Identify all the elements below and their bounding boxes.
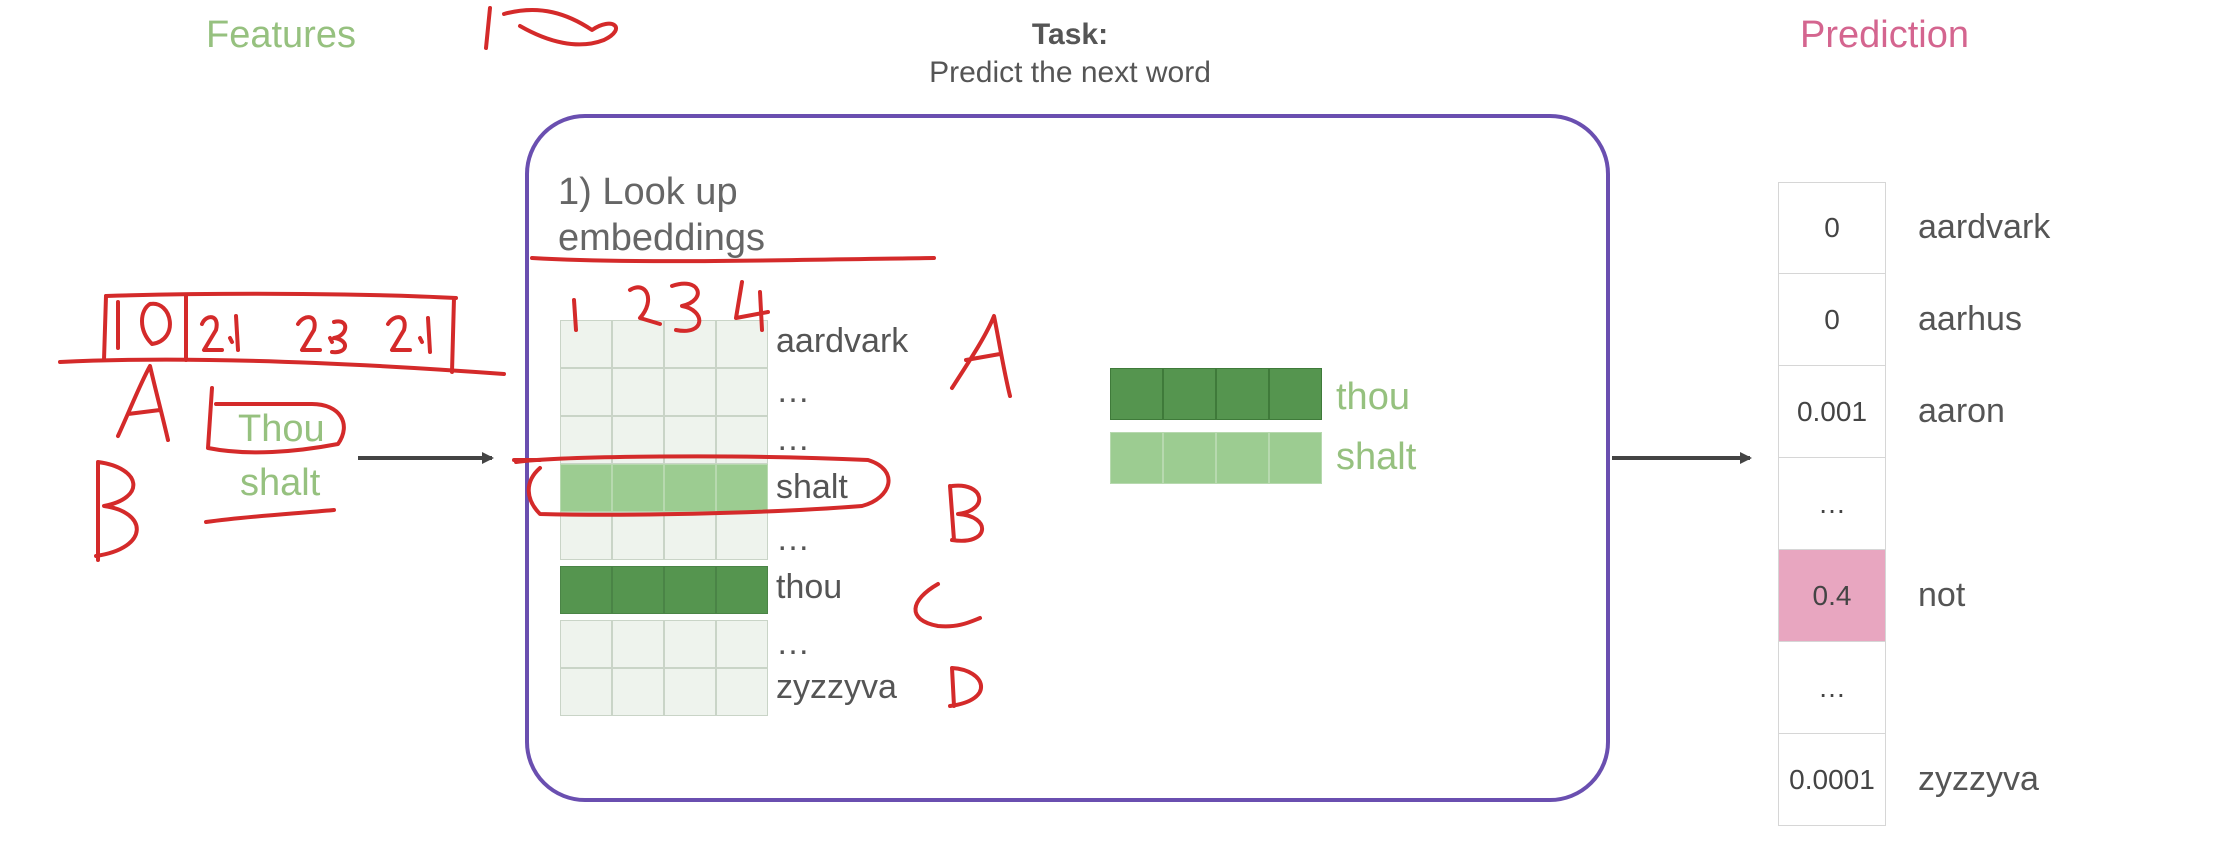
vocab-ellipsis: …: [776, 624, 810, 662]
vector-cell: [1269, 368, 1322, 420]
embedding-cell: [612, 620, 664, 668]
embedding-row: [560, 620, 768, 668]
header-rule: [58, 357, 506, 376]
embedding-cell: [716, 368, 768, 416]
prediction-value: 0: [1778, 274, 1886, 366]
letter-A-left: [116, 364, 170, 442]
prediction-word: not: [1918, 576, 1966, 614]
embedding-cell: [612, 566, 664, 614]
embedding-cell: [560, 620, 612, 668]
vector-cell: [1110, 368, 1163, 420]
embedding-cell: [560, 668, 612, 716]
embedding-cell: [560, 566, 612, 614]
embedding-cell: [612, 668, 664, 716]
shalt-underline: [204, 508, 336, 524]
vector-cell: [1269, 432, 1322, 484]
looked-up-word-shalt: shalt: [1336, 436, 1417, 478]
vector-cell: [1216, 368, 1269, 420]
input-word-thou: Thou: [238, 408, 325, 450]
task-subtitle: Predict the next word: [929, 56, 1211, 89]
task-title: Task:: [1031, 18, 1109, 51]
vocab-word: thou: [776, 568, 843, 606]
letter-C-right: [913, 582, 982, 629]
embedding-cell: [560, 320, 612, 368]
embedding-cell: [664, 566, 716, 614]
vector-cell: [1163, 368, 1216, 420]
embedding-row: [560, 416, 768, 464]
prediction-column: 0 0 0.001 … 0.4 … 0.0001: [1778, 182, 1886, 826]
step-label-line1: 1) Look up: [558, 171, 738, 213]
header-row-handwritten: [116, 300, 432, 355]
handwritten-annotations: [58, 6, 1012, 708]
embedding-cell: [716, 620, 768, 668]
prediction-value: 0.001: [1778, 366, 1886, 458]
looked-up-vector-shalt: [1110, 432, 1322, 484]
prediction-value: 0.0001: [1778, 734, 1886, 826]
embedding-cell: [612, 320, 664, 368]
letter-B-right: [948, 483, 985, 543]
embedding-cell: [612, 464, 664, 512]
embedding-cell: [664, 620, 716, 668]
embedding-row-thou: [560, 566, 768, 614]
underline-embeddings: [530, 256, 936, 264]
header-top-line: [104, 291, 458, 300]
embedding-cell: [716, 668, 768, 716]
embedding-cell: [560, 512, 612, 560]
embedding-cell: [612, 512, 664, 560]
prediction-ellipsis: …: [1778, 458, 1886, 550]
vocab-word: shalt: [776, 468, 848, 506]
embedding-row: [560, 320, 768, 368]
embedding-cell: [664, 668, 716, 716]
looked-up-word-thou: thou: [1336, 376, 1410, 418]
vocab-ellipsis: …: [776, 372, 810, 410]
embedding-cell: [716, 464, 768, 512]
embedding-row: [560, 668, 768, 716]
embedding-row-shalt: [560, 464, 768, 512]
embedding-cell: [560, 464, 612, 512]
prediction-word: zyzzyva: [1918, 760, 2039, 798]
vocab-word: aardvark: [776, 322, 909, 360]
features-heading: Features: [206, 14, 356, 56]
letter-A-right: [950, 314, 1012, 398]
shalt-row-circle: [514, 454, 891, 517]
vocab-ellipsis: …: [776, 420, 810, 458]
embedding-cell: [612, 368, 664, 416]
letter-B-left: [94, 460, 139, 562]
prediction-word: aaron: [1918, 392, 2005, 430]
prediction-ellipsis: …: [1778, 642, 1886, 734]
embedding-row: [560, 512, 768, 560]
step-label-line2: embeddings: [558, 217, 766, 259]
prediction-value-highlighted: 0.4: [1778, 550, 1886, 642]
embedding-cell: [664, 464, 716, 512]
embedding-row: [560, 368, 768, 416]
column-numbers-1-4: [572, 280, 770, 333]
header-dividers: [102, 294, 456, 374]
looked-up-vector-thou: [1110, 368, 1322, 420]
embedding-cell: [560, 368, 612, 416]
prediction-word: aarhus: [1918, 300, 2022, 338]
embedding-cell: [664, 368, 716, 416]
embedding-cell: [716, 320, 768, 368]
prediction-heading: Prediction: [1800, 14, 1969, 56]
vector-cell: [1163, 432, 1216, 484]
thou-circle-partial: [206, 386, 346, 455]
vocab-ellipsis: …: [776, 520, 810, 558]
embedding-cell: [664, 320, 716, 368]
letter-D-right: [948, 666, 984, 708]
prediction-value: 0: [1778, 182, 1886, 274]
prediction-word: aardvark: [1918, 208, 2051, 246]
scribble-top: [484, 6, 618, 50]
vector-cell: [1110, 432, 1163, 484]
embedding-cell: [716, 566, 768, 614]
vector-cell: [1216, 432, 1269, 484]
input-word-shalt: shalt: [240, 462, 321, 504]
vocab-word: zyzzyva: [776, 668, 897, 706]
